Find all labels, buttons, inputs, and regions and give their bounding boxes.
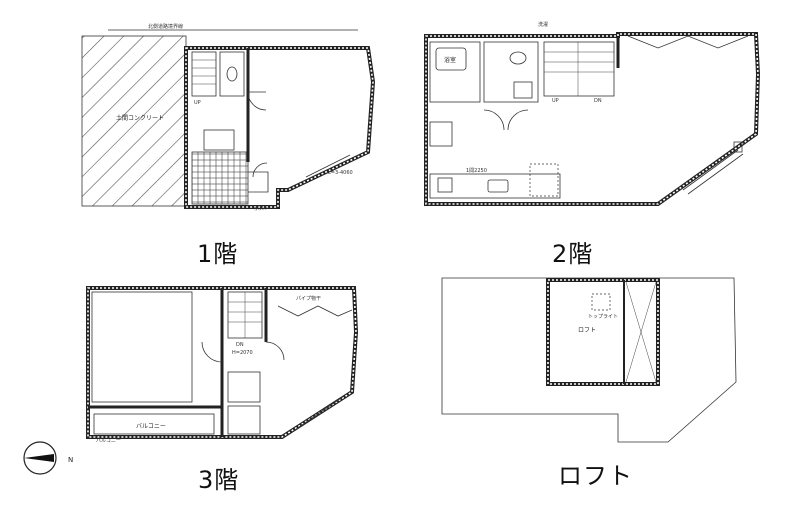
floor-label-3f: 3階 (198, 466, 240, 494)
floor-plan-2f: 洗濯 浴室 UP DN 1間2250 (418, 14, 768, 219)
floor-plan-3f: バルコニー バルコニー DN H=2070 パイプ物干 (82, 282, 372, 447)
parking-label: 土間コンクリート (116, 114, 164, 122)
post-label: ポスト (254, 205, 269, 212)
floor-label-2f: 2階 (552, 240, 594, 268)
floor-plan-1f: 北側道路境界線 土間コンクリート UP L=3-4060 ポスト (78, 22, 388, 217)
floor-plan-loft: トップライト ロフト (438, 272, 748, 447)
road-boundary-label: 北側道路境界線 (148, 23, 183, 30)
dimension-label-1f: L=3-4060 (328, 170, 353, 176)
stair-up-label-1f: UP (194, 100, 201, 106)
loft-room-label: ロフト (578, 327, 596, 334)
washer-label: 洗濯 (538, 21, 548, 28)
floor-label-1f: 1階 (197, 240, 239, 268)
balcony-label: バルコニー (136, 423, 166, 430)
north-arrow-icon (24, 454, 54, 462)
dimension-label-2f: 1間2250 (466, 168, 487, 174)
pipe-hanger-label: パイプ物干 (296, 295, 321, 302)
compass-north-label: N (68, 456, 73, 464)
stair-up-label-2f: UP (552, 98, 559, 104)
floor-label-loft: ロフト (558, 462, 633, 490)
stair-dn-label-3f: DN (236, 342, 244, 348)
compass: N (20, 438, 80, 478)
stair-dn-label-2f: DN (594, 98, 602, 104)
bath-label: 浴室 (444, 56, 456, 64)
dimension-label-3f: H=2070 (232, 350, 253, 356)
skylight-label: トップライト (588, 314, 618, 320)
balcony-secondary-label: バルコニー (96, 438, 121, 444)
